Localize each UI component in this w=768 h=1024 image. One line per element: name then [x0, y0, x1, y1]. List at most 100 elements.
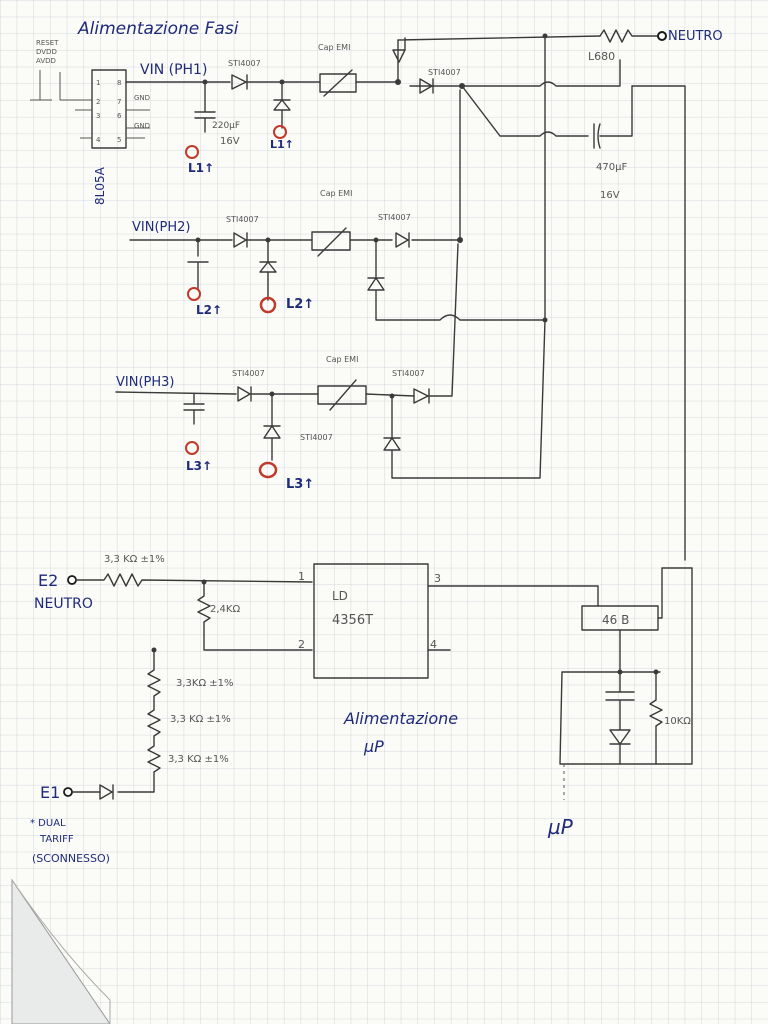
svg-text:STI4007: STI4007	[378, 213, 411, 222]
svg-text:16V: 16V	[600, 190, 620, 201]
phase1-circuit: VIN (PH1) STI4007 220µF 16V Cap EMI STI4…	[125, 43, 465, 175]
phase2-diode-icon	[233, 232, 248, 248]
svg-text:3: 3	[96, 112, 100, 120]
svg-text:7: 7	[117, 98, 121, 106]
phase1-diode-icon	[231, 74, 248, 90]
svg-text:(SCONNESSO): (SCONNESSO)	[32, 852, 110, 865]
phase2-vin-label: VIN(PH2)	[132, 220, 190, 235]
phase3-cap-emi-icon	[317, 385, 367, 405]
svg-text:3,3 KΩ ±1%: 3,3 KΩ ±1%	[104, 554, 165, 565]
svg-text:TARIFF: TARIFF	[39, 834, 74, 845]
svg-text:3,3KΩ ±1%: 3,3KΩ ±1%	[176, 678, 234, 689]
svg-text:6: 6	[117, 112, 122, 120]
svg-text:Alimentazione: Alimentazione	[343, 709, 458, 728]
e1-diode-icon	[71, 784, 114, 800]
svg-text:10KΩ: 10KΩ	[664, 716, 691, 727]
neutral-top-circuit: NEUTRO L680 470µF 16V	[392, 29, 723, 561]
phase1-vin-label: VIN (PH1)	[140, 62, 207, 78]
svg-text:L3↑: L3↑	[286, 477, 314, 492]
phase2-led2-marker	[259, 296, 277, 314]
phase3-circuit: VIN(PH3) STI4007 STI4007 Cap EMI STI4007…	[115, 243, 546, 492]
phase3-zener-icon	[263, 393, 281, 461]
svg-text:STI4007: STI4007	[392, 369, 425, 378]
svg-text:Cap EMI: Cap EMI	[320, 189, 352, 198]
svg-text:L2↑: L2↑	[286, 297, 314, 312]
svg-text:3: 3	[434, 572, 441, 585]
page-title: Alimentazione Fasi	[77, 19, 239, 39]
svg-text:GND: GND	[134, 94, 150, 102]
svg-text:STI4007: STI4007	[226, 215, 259, 224]
phase3-diode2-icon	[413, 388, 430, 404]
svg-text:STI4007: STI4007	[228, 59, 261, 68]
neutro-terminal	[657, 31, 667, 41]
page-curl	[11, 878, 111, 1024]
svg-text:16V: 16V	[220, 136, 240, 147]
phase3-led2-marker	[258, 461, 278, 479]
svg-text:46 B: 46 B	[602, 613, 629, 627]
phase1-led1-marker	[185, 145, 199, 159]
chip-name: 8L05A	[93, 166, 107, 205]
supply-circuit: E2 NEUTRO 3,3 KΩ ±1% 2,4KΩ LD 4356T 1 2 …	[30, 554, 693, 865]
svg-text:Cap EMI: Cap EMI	[318, 43, 350, 52]
svg-text:4356T: 4356T	[332, 613, 373, 628]
resistor-series-icon	[75, 573, 313, 587]
svg-text:Cap EMI: Cap EMI	[326, 355, 358, 364]
phase3-diode-icon	[237, 386, 252, 402]
svg-text:2: 2	[298, 638, 305, 651]
svg-text:L1↑: L1↑	[188, 161, 214, 175]
svg-text:* DUAL: * DUAL	[30, 818, 66, 829]
svg-text:4: 4	[96, 136, 101, 144]
e2-label: E2	[38, 571, 58, 590]
phase1-diode2-icon	[419, 78, 434, 94]
resistor-10k-icon	[649, 671, 663, 765]
svg-text:2: 2	[96, 98, 100, 106]
svg-text:4: 4	[430, 638, 437, 651]
svg-text:1: 1	[298, 570, 305, 583]
phase2-circuit: VIN(PH2) STI4007 Cap EMI STI4007 L2↑ L2↑	[129, 89, 548, 323]
phase1-led2-marker	[273, 125, 287, 139]
resistor-chain-icon	[117, 649, 161, 793]
svg-text:STI4007: STI4007	[428, 68, 461, 77]
phase1-cap-icon	[194, 81, 216, 133]
svg-text:STI4007: STI4007	[232, 369, 265, 378]
svg-text:µP: µP	[363, 737, 384, 756]
svg-text:L1↑: L1↑	[270, 138, 294, 151]
phase2-cap-icon	[187, 239, 209, 291]
svg-text:RESET: RESET	[36, 39, 59, 47]
svg-text:3,3 KΩ ±1%: 3,3 KΩ ±1%	[168, 754, 229, 765]
svg-text:AVDD: AVDD	[36, 57, 56, 65]
phase2-diode2-icon	[395, 232, 410, 248]
svg-text:470µF: 470µF	[596, 162, 627, 173]
svg-text:8: 8	[117, 79, 121, 87]
ld-regulator-chip	[313, 563, 429, 679]
svg-text:NEUTRO: NEUTRO	[668, 29, 723, 44]
resistor-680-icon	[599, 29, 659, 43]
svg-text:L3↑: L3↑	[186, 459, 212, 473]
svg-text:220µF: 220µF	[212, 121, 240, 131]
phase3-cap-icon	[183, 393, 205, 425]
resistor-mid-icon	[197, 581, 313, 651]
svg-text:3,3 KΩ ±1%: 3,3 KΩ ±1%	[170, 714, 231, 725]
svg-text:1: 1	[96, 79, 100, 87]
supply-cap-diode-icon	[605, 629, 635, 765]
svg-text:NEUTRO: NEUTRO	[34, 596, 93, 612]
svg-text:L2↑: L2↑	[196, 303, 222, 317]
e1-label: E1	[40, 783, 60, 802]
phase2-led1-marker	[187, 287, 201, 301]
chip-8l05a: RESET DVDD AVDD GND GND 1 2 3 4 8 7 6 5 …	[30, 39, 150, 205]
svg-text:2,4KΩ: 2,4KΩ	[210, 604, 240, 615]
phase3-vin-label: VIN(PH3)	[116, 375, 174, 390]
phase1-zener-icon	[273, 81, 291, 129]
svg-text:L680: L680	[588, 50, 615, 63]
svg-text:DVDD: DVDD	[36, 48, 57, 56]
phase2-zener-icon	[259, 239, 277, 301]
phase1-cap-emi-icon	[319, 73, 357, 93]
phase2-cap-emi-icon	[311, 231, 351, 251]
phase3-led1-marker	[185, 441, 199, 455]
svg-text:GND: GND	[134, 122, 150, 130]
svg-text:STI4007: STI4007	[300, 433, 333, 442]
svg-text:5: 5	[117, 136, 121, 144]
